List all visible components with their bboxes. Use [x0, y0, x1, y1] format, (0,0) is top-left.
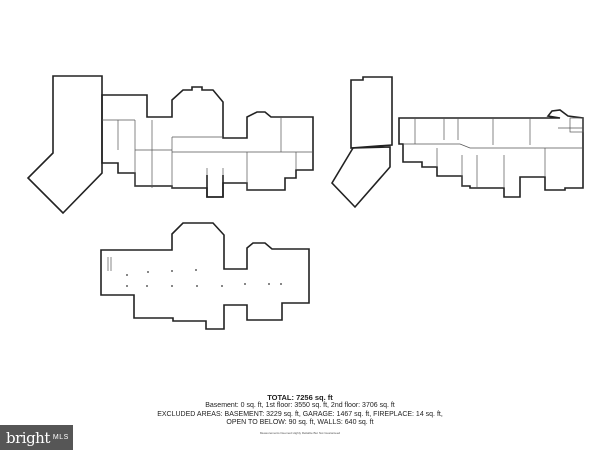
excluded-areas-1: EXCLUDED AREAS: BASEMENT: 3229 sq. ft, G…	[157, 410, 443, 418]
area-summary: TOTAL: 7256 sq. ft Basement: 0 sq. ft, 1…	[0, 393, 600, 436]
over-garage-outline	[330, 146, 391, 209]
stairs-outline	[206, 175, 224, 198]
bonus-room-outline	[350, 76, 393, 149]
basement-plan	[100, 222, 310, 330]
basement-outline	[100, 222, 310, 330]
total-area: TOTAL: 7256 sq. ft	[267, 393, 333, 402]
excluded-areas-2: OPEN TO BELOW: 90 sq. ft, WALLS: 640 sq.…	[226, 419, 374, 426]
second-floor-chase	[569, 117, 584, 133]
floor-areas: Basement: 0 sq. ft, 1st floor: 3550 sq. …	[205, 402, 395, 409]
disclaimer: Measurements Deemed Highly Reliable But …	[259, 430, 341, 435]
first-floor-plan	[26, 75, 314, 215]
garage-wing-outline	[26, 75, 103, 215]
basement-columns	[126, 269, 282, 287]
second-floor-house-outline	[398, 109, 584, 198]
logo-brand: bright	[6, 428, 50, 447]
logo-suffix: MLS	[52, 434, 69, 441]
bright-mls-logo: bright MLS	[0, 425, 73, 450]
second-floor-plan	[330, 76, 584, 209]
